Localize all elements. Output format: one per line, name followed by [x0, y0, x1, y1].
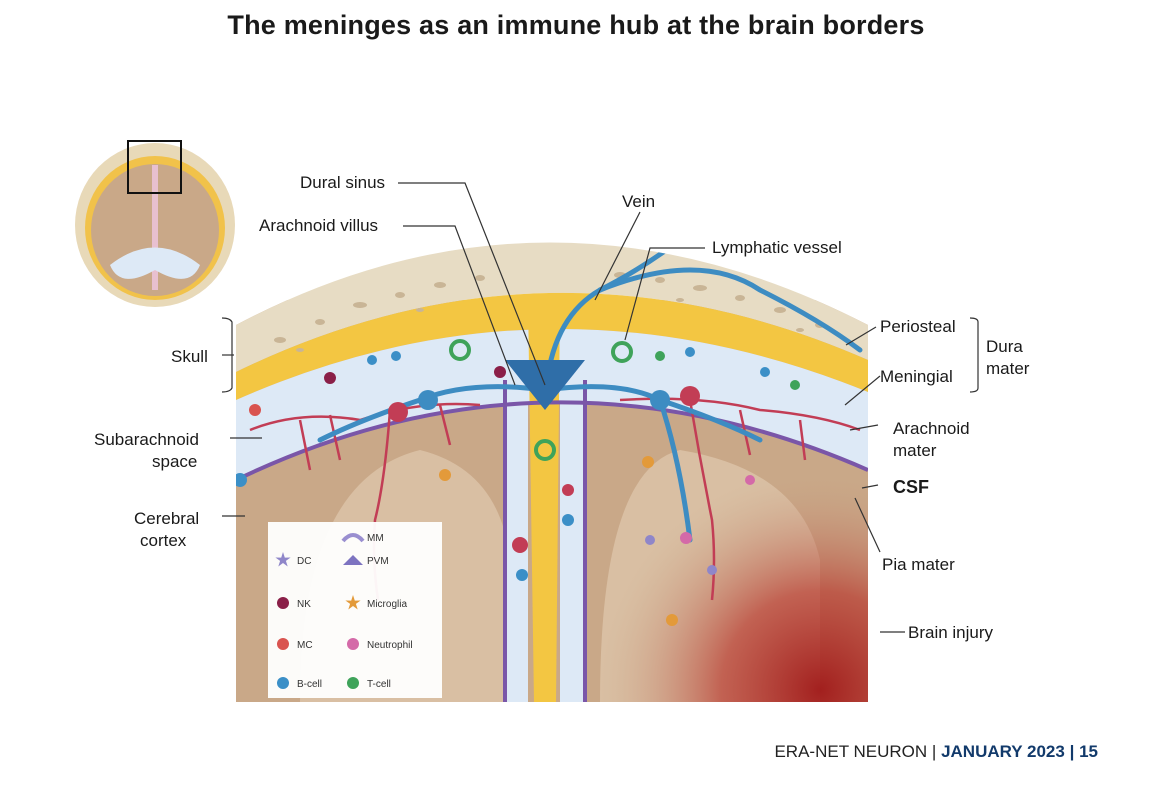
injury-area [560, 430, 868, 702]
legend-label-nk: NK [297, 599, 311, 610]
label-arachnoid-villus: Arachnoid villus [259, 216, 378, 235]
brain-inset [75, 140, 235, 307]
legend-label-mm: MM [367, 533, 384, 544]
label-dural-sinus: Dural sinus [300, 173, 385, 192]
label-skull: Skull [171, 347, 208, 366]
legend-label-neutrophil: Neutrophil [367, 640, 413, 651]
legend-swatch-pvm [343, 555, 363, 565]
legend-swatch-t-cell [347, 677, 359, 689]
legend-swatch-mm [341, 533, 365, 543]
label-arachnoid-1: Arachnoid [893, 419, 970, 438]
label-arachnoid-2: mater [893, 441, 937, 460]
page-footer: ERA-NET NEURON | JANUARY 2023 | 15 [774, 742, 1098, 762]
label-meningial: Meningial [880, 367, 953, 386]
labels: Dural sinus Arachnoid villus Vein Lympha… [94, 173, 1030, 642]
legend-swatch-neutrophil [347, 638, 359, 650]
midline-csf [505, 380, 585, 702]
label-periosteal: Periosteal [880, 317, 956, 336]
inset-focus-box [127, 140, 182, 194]
footer-page-number: 15 [1079, 742, 1098, 761]
legend-swatch-nk [277, 597, 289, 609]
footer-separator: | [931, 742, 937, 761]
label-vein: Vein [622, 192, 655, 211]
footer-org: ERA-NET NEURON [774, 742, 928, 761]
footer-date: JANUARY 2023 [941, 742, 1065, 761]
legend-swatch-mc [277, 638, 289, 650]
footer-page-separator: | [1069, 742, 1075, 761]
label-csf: CSF [893, 477, 929, 497]
leader-lines [221, 182, 979, 633]
dura-layer [236, 292, 868, 400]
label-cerebral-1: Cerebral [134, 509, 199, 528]
page-title: The meninges as an immune hub at the bra… [227, 10, 925, 40]
label-subarachnoid-1: Subarachnoid [94, 430, 199, 449]
immune-cells [236, 339, 800, 626]
label-lymphatic-vessel: Lymphatic vessel [712, 238, 842, 257]
cross-section [236, 242, 868, 702]
legend-label-pvm: PVM [367, 556, 389, 567]
legend-label-dc: DC [297, 556, 311, 567]
legend-swatch-dc [275, 552, 291, 567]
label-dura-1: Dura [986, 337, 1023, 356]
label-subarachnoid-2: space [152, 452, 197, 471]
label-cerebral-2: cortex [140, 531, 187, 550]
label-brain-injury: Brain injury [908, 623, 994, 642]
legend-box [268, 522, 442, 698]
label-dura-2: mater [986, 359, 1030, 378]
legend-label-t-cell: T-cell [367, 679, 391, 690]
subarachnoid-layer [236, 328, 868, 480]
legend-label-b-cell: B-cell [297, 679, 322, 690]
legend-label-mc: MC [297, 640, 313, 651]
legend-label-microglia: Microglia [367, 599, 407, 610]
label-pia-mater: Pia mater [882, 555, 955, 574]
legend-swatch-microglia [345, 595, 361, 610]
legend-swatch-b-cell [277, 677, 289, 689]
